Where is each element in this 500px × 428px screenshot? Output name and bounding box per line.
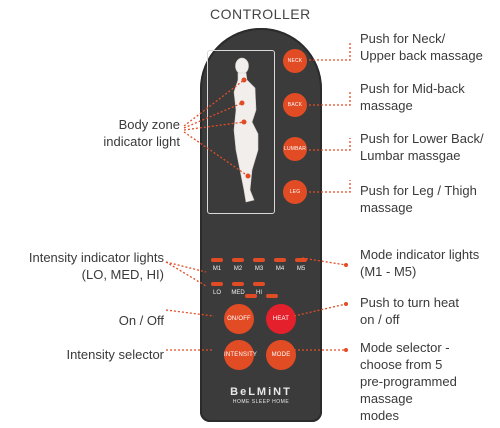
heat-button[interactable]: HEAT [266, 304, 296, 334]
annotation-intensity-lights-line2: (LO, MED, HI) [81, 267, 164, 282]
mode-light-m5 [295, 258, 307, 262]
annotation-heat-line2: on / off [360, 312, 400, 327]
annotation-neck-line1: Push for Neck/ [360, 31, 446, 46]
mode-light-m1 [211, 258, 223, 262]
annotation-body-zone-line2: indicator light [103, 134, 180, 149]
intensity-light-lo [211, 282, 223, 286]
annotation-intensity-lights: Intensity indicator lights (LO, MED, HI) [2, 249, 164, 283]
intensity-button[interactable]: INTENSITY [224, 340, 257, 370]
annotation-mode-selector-line2: choose from 5 [360, 357, 443, 372]
annotation-intensity-selector: Intensity selector [66, 347, 164, 362]
annotation-heat-line1: Push to turn heat [360, 295, 460, 310]
mode-light-m2 [232, 258, 244, 262]
annotation-neck-line2: Upper back massage [360, 48, 483, 63]
annotation-leg: Push for Leg / Thigh massage [360, 182, 477, 216]
leg-button[interactable]: LEG [283, 180, 307, 204]
annotation-mode-selector-line3: pre-programmed [360, 374, 457, 389]
annotation-neck: Push for Neck/ Upper back massage [360, 30, 483, 64]
annotation-body-zone-line1: Body zone [118, 117, 180, 132]
intensity-label-hi: HI [256, 290, 262, 296]
brand-logo: BeLMiNT HOME SLEEP HOME [216, 386, 306, 405]
annotation-lumbar: Push for Lower Back/ Lumbar massgae [360, 130, 484, 164]
intensity-label-med: MED [231, 290, 245, 296]
neck-button[interactable]: NECK [283, 49, 307, 73]
intensity-light-hi [253, 282, 265, 286]
onoff-button[interactable]: ON/OFF [224, 304, 254, 334]
annotation-mode-selector-line4: massage [360, 391, 413, 406]
mode-label-m3: M3 [254, 266, 264, 272]
annotation-heat: Push to turn heat on / off [360, 294, 459, 328]
annotation-intensity-lights-line1: Intensity indicator lights [28, 250, 164, 265]
intensity-light-med [232, 282, 244, 286]
annotation-mode-lights-line2: (M1 - M5) [360, 264, 417, 279]
page-title: CONTROLLER [210, 6, 311, 22]
annotation-lumbar-line2: Lumbar massgae [360, 148, 461, 163]
annotation-back: Push for Mid-back massage [360, 80, 465, 114]
mode-label-m1: M1 [212, 266, 222, 272]
annotation-mode-lights-line1: Mode indicator lights [360, 247, 480, 262]
mode-light-m3 [253, 258, 265, 262]
back-button[interactable]: BACK [283, 93, 307, 117]
annotation-lumbar-line1: Push for Lower Back/ [360, 131, 484, 146]
annotation-mode-selector-line5: modes [360, 408, 400, 423]
heat-light-2 [266, 294, 278, 298]
mode-label-m2: M2 [233, 266, 243, 272]
mode-light-m4 [274, 258, 286, 262]
heat-light-1 [245, 294, 257, 298]
annotation-body-zone: Body zone indicator light [60, 116, 180, 150]
annotation-back-line1: Push for Mid-back [360, 81, 465, 96]
lumbar-button[interactable]: LUMBAR [283, 137, 307, 161]
brand-tagline: HOME SLEEP HOME [232, 399, 290, 405]
intensity-label-lo: LO [212, 290, 221, 296]
annotation-mode-selector: Mode selector - choose from 5 pre-progra… [360, 339, 457, 424]
annotation-leg-line2: massage [360, 200, 413, 215]
annotation-back-line2: massage [360, 98, 413, 113]
annotation-onoff: On / Off [118, 313, 164, 328]
annotation-mode-lights: Mode indicator lights (M1 - M5) [360, 246, 479, 280]
mode-label-m5: M5 [296, 266, 306, 272]
brand-name: BeLMiNT [230, 386, 292, 398]
remote-control [200, 28, 322, 422]
annotation-mode-selector-line1: Mode selector - [360, 340, 450, 355]
mode-button[interactable]: MODE [266, 340, 296, 370]
annotation-leg-line1: Push for Leg / Thigh [360, 183, 477, 198]
mode-label-m4: M4 [275, 266, 285, 272]
body-zone-panel [207, 50, 275, 214]
